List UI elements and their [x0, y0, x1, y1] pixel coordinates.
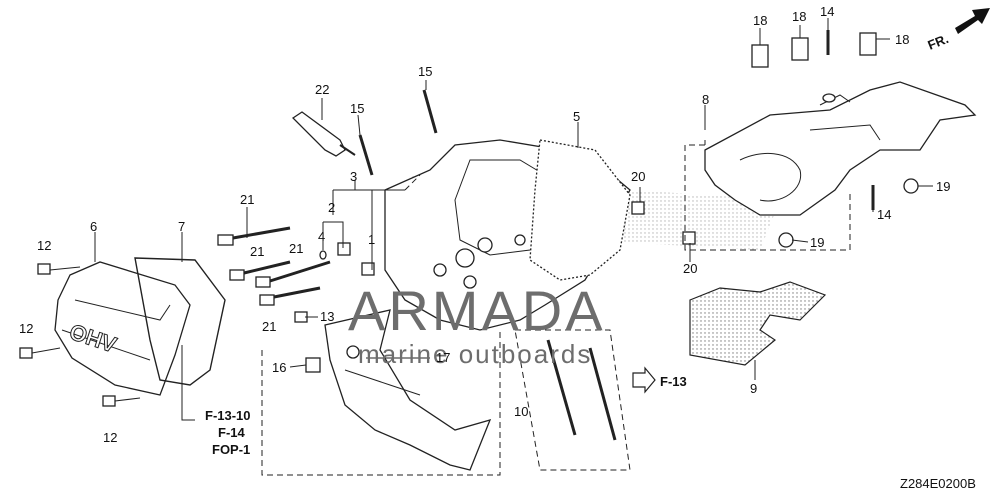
- callout-14b: 14: [877, 207, 891, 222]
- diagram-code: Z284E0200B: [900, 476, 976, 491]
- pin-2: [337, 242, 351, 256]
- callout-21d: 21: [262, 319, 276, 334]
- callout-3: 3: [350, 169, 357, 184]
- watermark-tagline: marine outboards: [358, 339, 592, 369]
- dowel-20b: [682, 231, 696, 245]
- part-8-cover: [704, 81, 977, 216]
- ref-f13: F-13: [660, 374, 687, 389]
- callout-20b: 20: [683, 261, 697, 276]
- frame-stud-bolts: [514, 329, 631, 471]
- callout-12b: 12: [19, 321, 33, 336]
- dowel-20a: [631, 201, 645, 215]
- nut-19a: [903, 178, 919, 194]
- clip-18b: [791, 37, 809, 61]
- part-10-bracket: [324, 309, 492, 471]
- front-arrow-icon: [955, 8, 990, 34]
- arrow-f13: [632, 366, 656, 394]
- callout-16: 16: [272, 360, 286, 375]
- callout-22: 22: [315, 82, 329, 97]
- callout-13: 13: [320, 309, 334, 324]
- stud-15a: [358, 134, 374, 176]
- nut-19b: [778, 232, 794, 248]
- callout-1: 1: [368, 232, 375, 247]
- clip-18a: [751, 44, 769, 68]
- callout-5: 5: [573, 109, 580, 124]
- leader-lines: [31, 18, 933, 421]
- callout-19b: 19: [810, 235, 824, 250]
- part-5-head-gasket: [529, 139, 631, 281]
- callout-19a: 19: [936, 179, 950, 194]
- callout-4: 4: [318, 229, 325, 244]
- part-6-valve-cover: [54, 261, 191, 396]
- ref-fop1: FOP-1: [212, 442, 250, 457]
- callout-20a: 20: [631, 169, 645, 184]
- callout-18a: 18: [753, 13, 767, 28]
- callout-6: 6: [90, 219, 97, 234]
- callout-17: 17: [436, 350, 450, 365]
- bolt-12a: [37, 263, 51, 275]
- part-9-pad: [689, 281, 827, 366]
- stud-15b: [422, 89, 438, 134]
- washer-4: [319, 250, 327, 260]
- clip-18c: [859, 32, 877, 56]
- bolt-12b: [19, 347, 33, 359]
- callout-12a: 12: [37, 238, 51, 253]
- callout-7: 7: [178, 219, 185, 234]
- part-7-cover-gasket: [134, 257, 226, 386]
- callout-9: 9: [750, 381, 757, 396]
- callout-21b: 21: [250, 244, 264, 259]
- bolts-21: [217, 226, 331, 306]
- watermark-brand: ARMADA: [348, 279, 606, 342]
- callout-15b: 15: [418, 64, 432, 79]
- callout-numbers: 1 2 3 4 5 6 7 8 9 10 12 12 12 13 14 14 1…: [19, 4, 950, 445]
- stud-bolts: [546, 339, 617, 441]
- collar-16: [305, 357, 321, 373]
- callout-14a: 14: [820, 4, 834, 19]
- callout-8: 8: [702, 92, 709, 107]
- callout-12c: 12: [103, 430, 117, 445]
- part-22-spark-plug: [291, 111, 356, 157]
- frame-group-8: [684, 144, 851, 251]
- nut-17: [346, 345, 360, 359]
- callout-21c: 21: [289, 241, 303, 256]
- pin-1: [361, 262, 375, 276]
- callout-15a: 15: [350, 101, 364, 116]
- front-marker: FR.: [926, 31, 951, 53]
- callout-21a: 21: [240, 192, 254, 207]
- frame-group-10: [261, 330, 501, 476]
- ref-f14: F-14: [218, 425, 246, 440]
- frame-group-3: [404, 174, 421, 191]
- callout-18c: 18: [895, 32, 909, 47]
- callout-2: 2: [328, 200, 335, 215]
- callout-10: 10: [514, 404, 528, 419]
- ref-f1310: F-13-10: [205, 408, 251, 423]
- callout-18b: 18: [792, 9, 806, 24]
- bolt-12c: [102, 395, 116, 407]
